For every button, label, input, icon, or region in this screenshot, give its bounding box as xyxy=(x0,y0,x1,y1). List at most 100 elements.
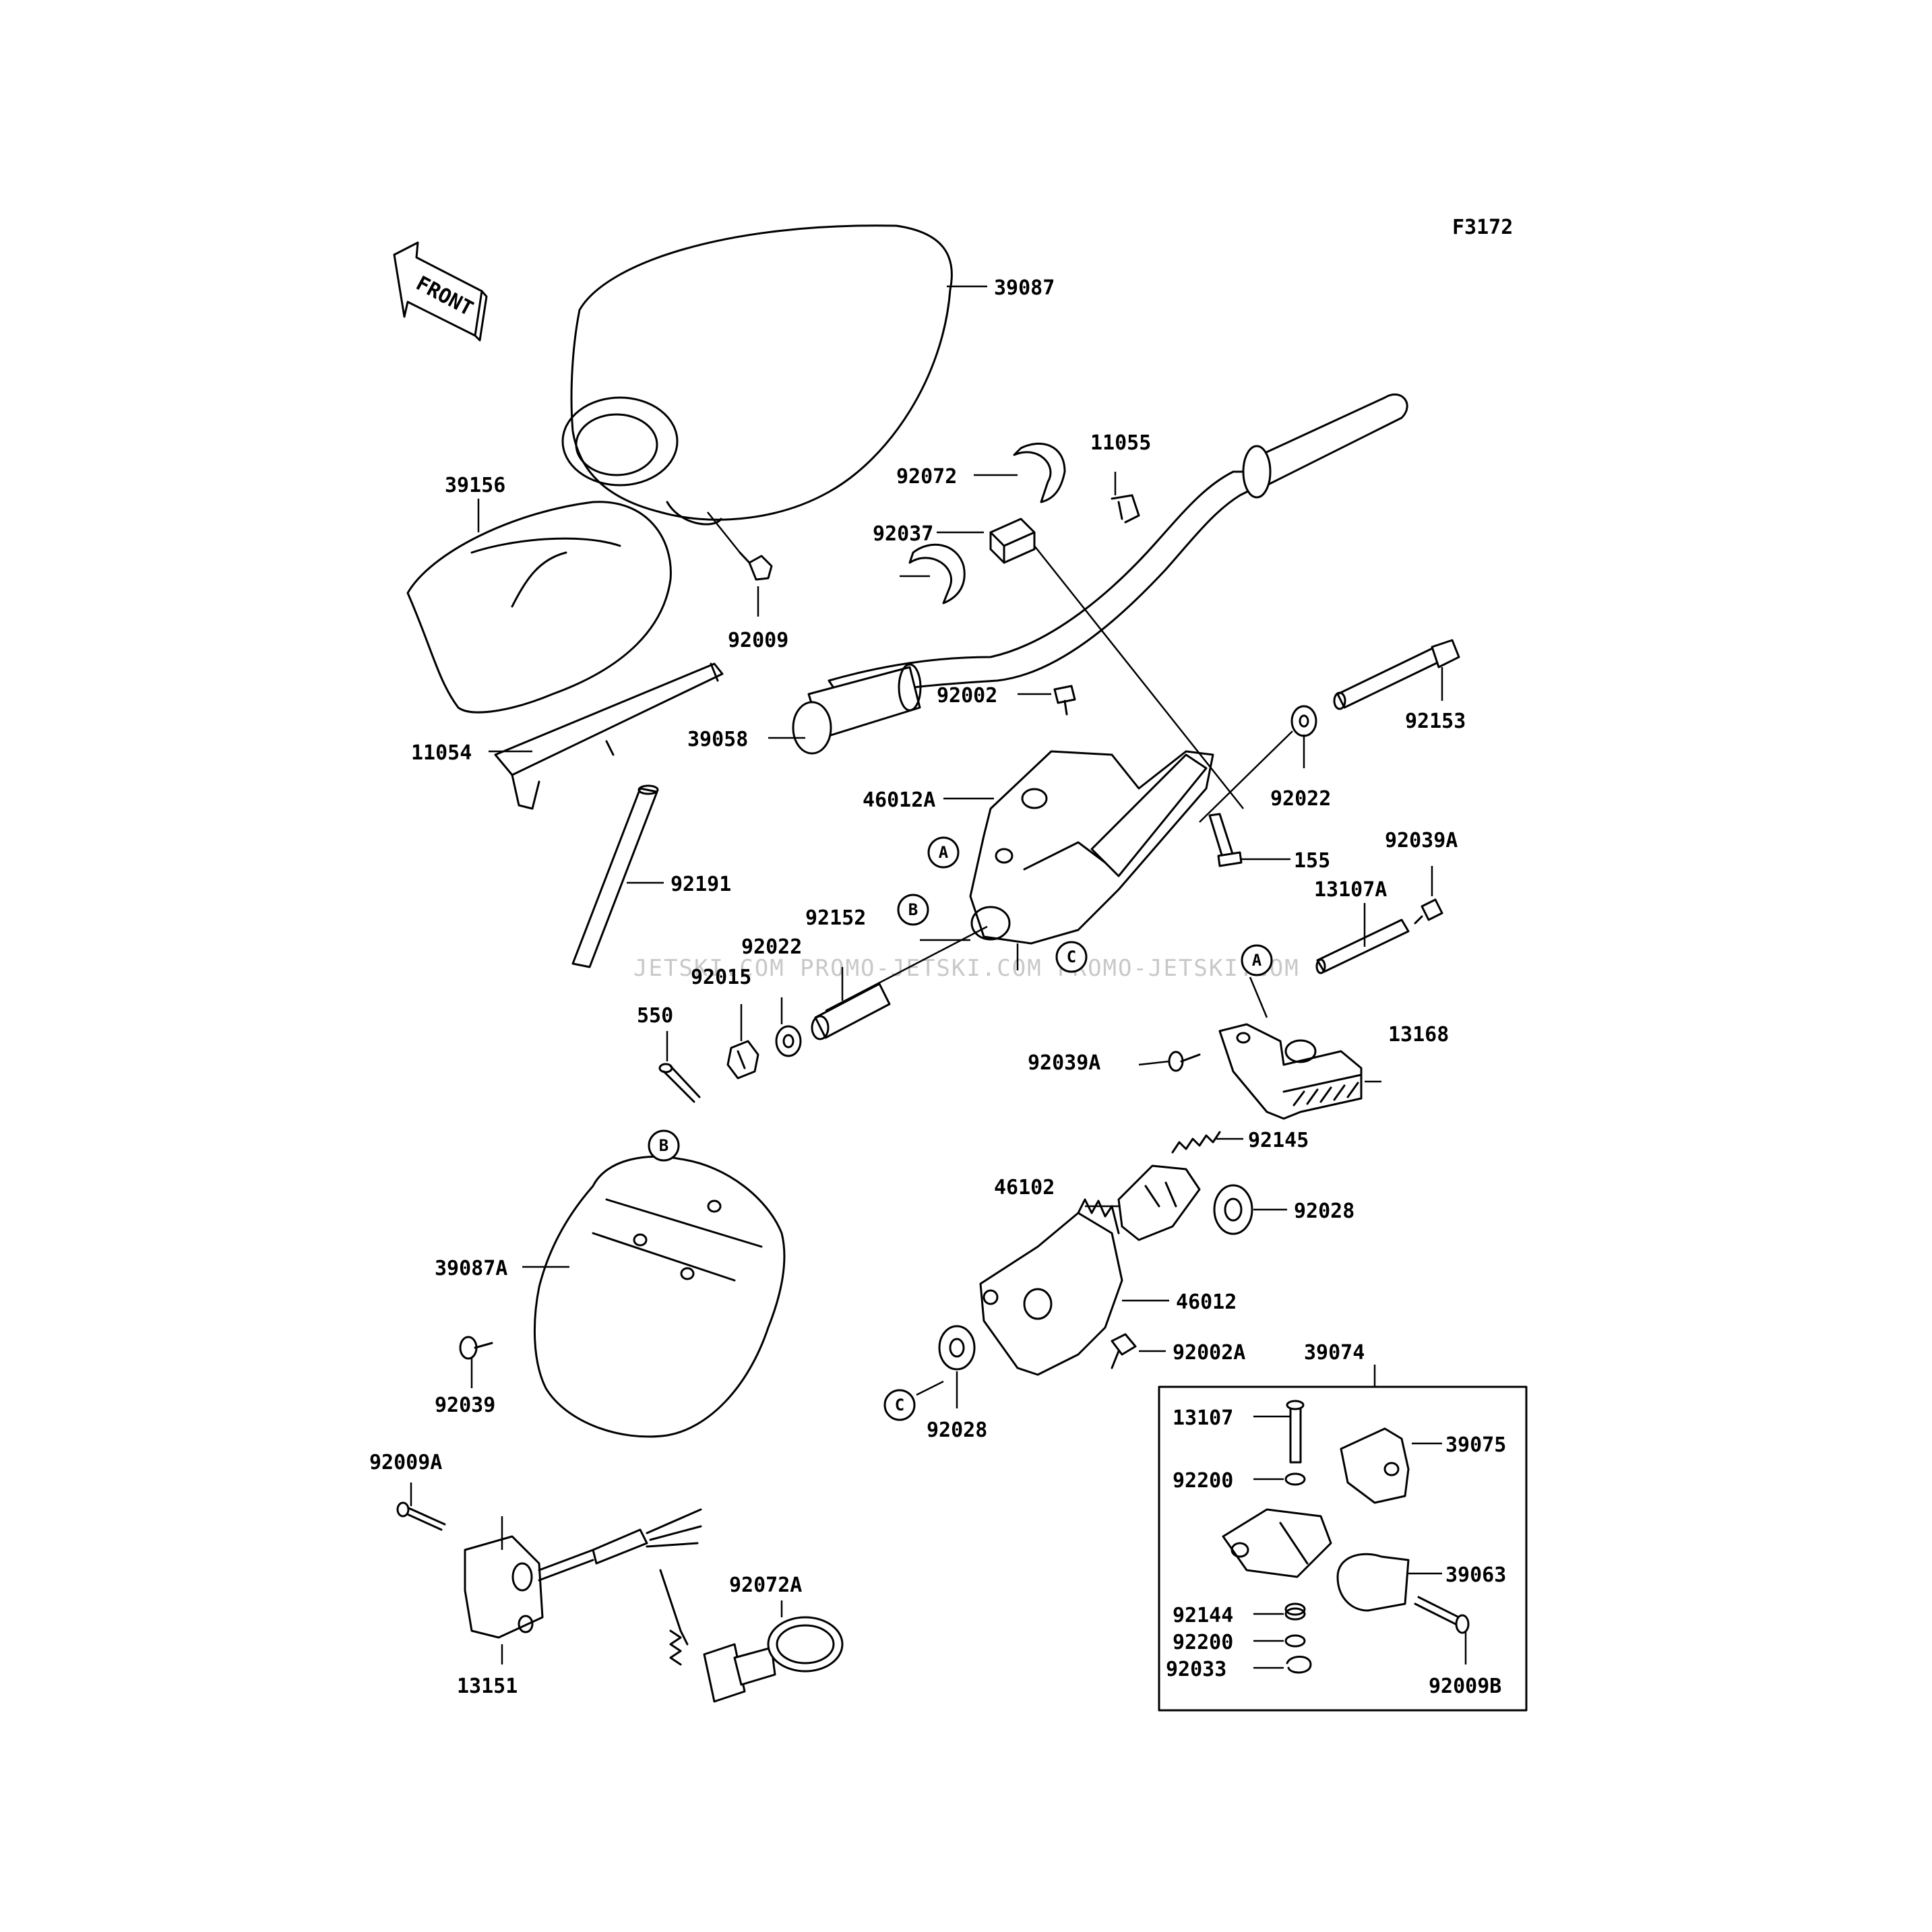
part-label: 92145 xyxy=(1248,1129,1309,1152)
washer-92200-lower xyxy=(1284,1634,1306,1648)
part-label: 550 xyxy=(637,1004,673,1028)
washer-92022-upper xyxy=(1290,705,1317,737)
pin-13107A xyxy=(1315,918,1410,974)
screw-92009 xyxy=(739,551,773,581)
part-label: 92039 xyxy=(435,1394,495,1417)
lever-13168 xyxy=(1218,1023,1363,1120)
washer-92200-upper xyxy=(1284,1472,1306,1486)
part-label: 92009B xyxy=(1429,1675,1501,1698)
svg-text:C: C xyxy=(1067,947,1076,966)
rivet-92039A-lower xyxy=(1168,1051,1201,1072)
part-label: 39058 xyxy=(687,728,748,751)
part-label: 92002A xyxy=(1173,1341,1245,1365)
part-label: 92037 xyxy=(873,522,933,546)
handlebar-cover-39087 xyxy=(561,224,953,526)
part-label: 39087A xyxy=(435,1257,507,1280)
part-label: 92039A xyxy=(1028,1051,1100,1075)
svg-text:B: B xyxy=(659,1136,668,1155)
part-label: 92028 xyxy=(927,1419,987,1442)
part-label: 46012 xyxy=(1176,1290,1237,1314)
nut-92015 xyxy=(726,1040,759,1080)
washer-92022-lower xyxy=(775,1025,802,1057)
part-label: 92144 xyxy=(1173,1604,1233,1627)
bracket-46012A xyxy=(969,750,1214,945)
part-label: 11054 xyxy=(411,741,472,765)
ref-marker-a-upper: A xyxy=(927,836,960,869)
part-label: 92022 xyxy=(741,935,802,959)
part-label: 155 xyxy=(1294,849,1330,873)
watermark: JETSKI.COM PROMO-JETSKI.COM PROMO-JETSKI… xyxy=(633,955,1300,982)
rivet-92039 xyxy=(459,1336,493,1360)
part-label: 39156 xyxy=(445,474,505,497)
part-label: 92002 xyxy=(937,684,997,708)
ref-marker-b-upper: B xyxy=(897,894,929,926)
svg-text:C: C xyxy=(895,1396,904,1414)
svg-text:A: A xyxy=(1252,951,1262,970)
clamp-92072-upper xyxy=(1013,442,1066,503)
part-label: 46012A xyxy=(863,788,935,812)
part-label: 92009A xyxy=(369,1451,442,1474)
part-labels: 39087 39156 92009 11054 92191 92072 9203… xyxy=(369,276,1506,1698)
clip-11055 xyxy=(1111,494,1140,524)
spring-92144 xyxy=(1284,1602,1306,1621)
part-label: 92009 xyxy=(728,629,788,652)
screw-92009A xyxy=(396,1501,446,1531)
part-label: 92022 xyxy=(1270,787,1331,811)
clamp-92072-lower xyxy=(908,543,966,604)
ref-marker-b-lower: B xyxy=(648,1129,680,1162)
ref-marker-c-lower: C xyxy=(883,1389,916,1421)
part-label: 13107 xyxy=(1173,1406,1233,1430)
lower-cover-39087A xyxy=(533,1155,786,1438)
part-label: 13151 xyxy=(457,1675,518,1698)
spring-92145 xyxy=(1171,1131,1221,1154)
block-92037 xyxy=(989,518,1036,564)
switch-13151 xyxy=(464,1508,702,1639)
bracket-39075 xyxy=(1340,1427,1410,1504)
bolt-92153 xyxy=(1333,639,1460,710)
screw-92009B xyxy=(1414,1596,1470,1634)
part-label: 39087 xyxy=(994,276,1055,300)
lanyard-92072A xyxy=(659,1569,844,1703)
bracket-46012 xyxy=(979,1198,1123,1376)
ref-marker-c-upper: C xyxy=(1055,941,1088,973)
part-label: 39074 xyxy=(1304,1341,1365,1365)
part-label: 39063 xyxy=(1445,1563,1506,1587)
rod-92191 xyxy=(571,784,659,968)
bolt-92002A xyxy=(1111,1333,1137,1369)
part-label: 13107A xyxy=(1314,878,1387,902)
part-label: 92200 xyxy=(1173,1469,1233,1493)
pin-13107 xyxy=(1286,1400,1305,1464)
cotter-pin-550 xyxy=(658,1063,701,1103)
front-arrow-icon: FRONT xyxy=(393,241,488,342)
part-label: 46102 xyxy=(994,1176,1055,1199)
cam-46102 xyxy=(1117,1164,1201,1241)
leader-lines xyxy=(410,285,1467,1669)
part-label: 13168 xyxy=(1388,1023,1449,1047)
part-label: 92152 xyxy=(805,906,866,930)
handlebar-39058 xyxy=(792,393,1408,755)
part-label: 92015 xyxy=(691,966,751,989)
assembly-box-39074 xyxy=(1158,1385,1528,1712)
figure-code: F3172 xyxy=(1452,216,1513,239)
sleeve-92152 xyxy=(811,983,891,1040)
ref-marker-a-lower: A xyxy=(1241,944,1273,976)
pad-39156 xyxy=(406,501,672,714)
bracket-11054 xyxy=(494,662,724,810)
part-label: 92191 xyxy=(671,873,731,896)
part-label: 92153 xyxy=(1405,710,1466,733)
part-label: 92072 xyxy=(896,465,957,489)
bolt-155 xyxy=(1208,813,1243,867)
svg-text:B: B xyxy=(908,900,918,919)
washer-92028-upper xyxy=(1213,1184,1253,1235)
bolt-92002 xyxy=(1053,685,1076,716)
svg-text:A: A xyxy=(939,843,949,862)
part-label: 92028 xyxy=(1294,1199,1354,1223)
washer-92028-lower xyxy=(938,1325,976,1371)
holder-block xyxy=(1222,1508,1332,1578)
part-label: 39075 xyxy=(1445,1433,1506,1457)
part-label: 92200 xyxy=(1173,1631,1233,1654)
part-label: 92072A xyxy=(729,1573,802,1597)
clamp-39063 xyxy=(1336,1553,1410,1612)
rivet-92039A-upper xyxy=(1414,898,1443,925)
part-label: 92033 xyxy=(1166,1658,1226,1681)
